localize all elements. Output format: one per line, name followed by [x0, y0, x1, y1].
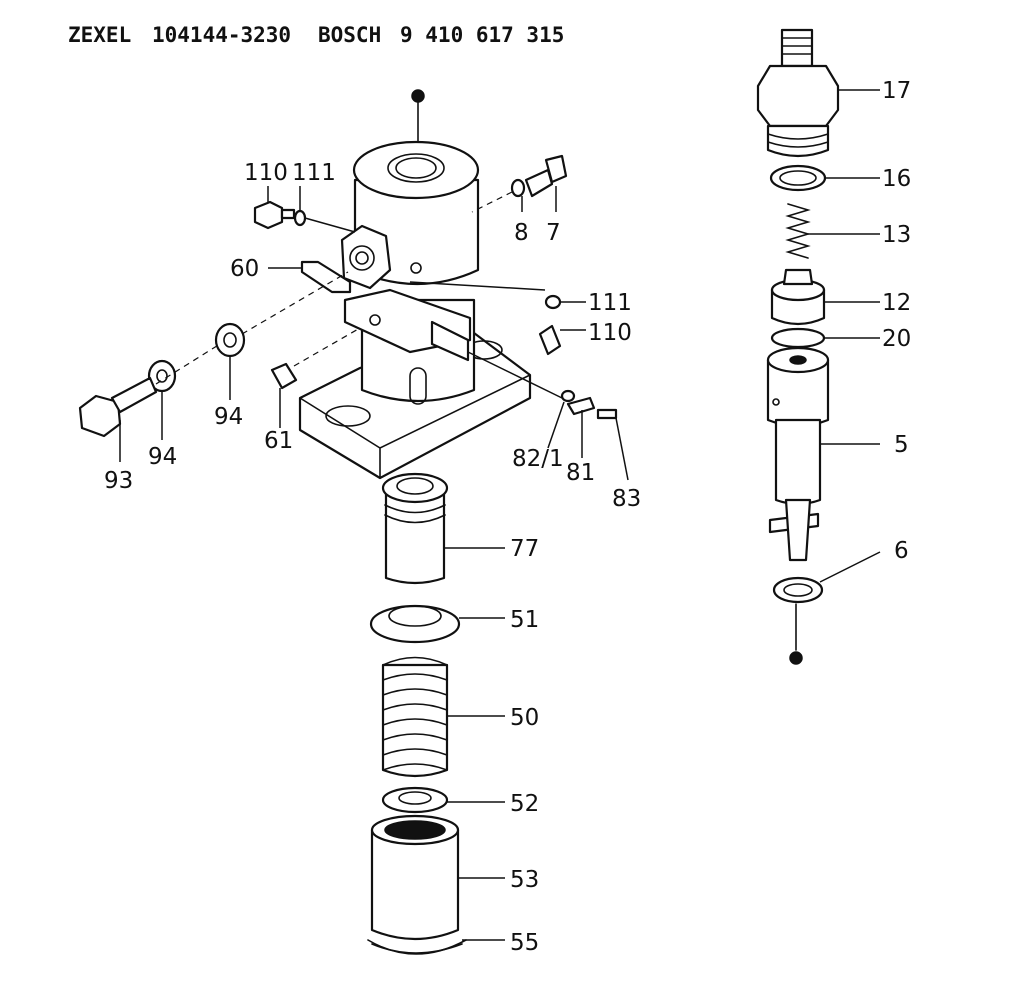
- callout-6: 6: [894, 538, 909, 564]
- screw-83: [596, 408, 618, 420]
- bracket-60: [300, 260, 352, 294]
- callout-60: 60: [230, 256, 259, 282]
- reference-dot-top: [411, 89, 425, 103]
- callout-83: 83: [612, 486, 641, 512]
- callout-61: 61: [264, 428, 293, 454]
- callout-111-lower: 111: [588, 290, 632, 316]
- fitting-7-shaft: [524, 168, 554, 198]
- control-sleeve-77: [384, 486, 446, 585]
- callout-110-upper: 110: [244, 160, 288, 186]
- callout-51: 51: [510, 607, 539, 633]
- callout-52: 52: [510, 791, 539, 817]
- delivery-holder-17-hex: [756, 64, 840, 128]
- bolt-110-lower: [538, 324, 562, 356]
- flange-hole-left: [325, 405, 371, 427]
- callout-16: 16: [882, 166, 911, 192]
- header-bosch-part-number: 9 410 617 315: [400, 23, 564, 47]
- callout-50: 50: [510, 705, 539, 731]
- callout-94-lower: 94: [148, 444, 177, 470]
- reference-dot-bottom: [789, 651, 803, 665]
- side-fittings: [78, 154, 618, 438]
- delivery-holder-17-thread: [766, 124, 830, 158]
- control-lever: [430, 320, 470, 362]
- plunger-5: [774, 418, 822, 506]
- washer-111-lower: [544, 294, 562, 310]
- pump-body-assembly: [298, 89, 532, 480]
- washer-82-1: [560, 389, 576, 403]
- clip-81: [566, 396, 596, 416]
- housing-top: [352, 140, 480, 200]
- bolt-110-upper: [253, 200, 284, 230]
- callout-53: 53: [510, 867, 539, 893]
- banjo-bolt-93-shaft: [110, 376, 158, 414]
- callout-111-upper: 111: [292, 160, 336, 186]
- callout-94-upper: 94: [214, 404, 243, 430]
- header-brand-bosch: BOSCH: [318, 23, 381, 47]
- washer-8: [510, 178, 526, 198]
- spring-seat-51: [369, 604, 461, 644]
- header-zexel-part-number: 104144-3230: [152, 23, 291, 47]
- tappet-53: [370, 828, 460, 941]
- snap-ring-55: [367, 939, 467, 955]
- callout-5: 5: [894, 432, 909, 458]
- callout-17: 17: [882, 78, 911, 104]
- callout-82-1: 82/1: [512, 446, 564, 472]
- plunger-spring-50: [381, 663, 449, 778]
- callout-55: 55: [510, 930, 539, 956]
- washer-111-upper: [293, 209, 307, 227]
- callout-110-lower: 110: [588, 320, 632, 346]
- callout-13: 13: [882, 222, 911, 248]
- spring-seat-52: [381, 786, 449, 814]
- delivery-valve-column: [756, 28, 840, 665]
- callout-labels: 17 16 13 12 20 5 6 110 111 8 7 60 111 11…: [104, 78, 911, 956]
- header-brand-zexel: ZEXEL: [68, 23, 131, 47]
- lower-spring-stack: [367, 472, 467, 955]
- callout-93: 93: [104, 468, 133, 494]
- callout-81: 81: [566, 460, 595, 486]
- leader-lines: [119, 89, 881, 941]
- o-ring-20: [770, 327, 826, 349]
- fitting-7-head: [544, 154, 568, 184]
- callout-12: 12: [882, 290, 911, 316]
- callout-8: 8: [514, 220, 529, 246]
- washer-94-upper: [214, 322, 246, 358]
- valve-spring-13: [785, 203, 811, 259]
- callout-20: 20: [882, 326, 911, 352]
- screw-61: [270, 362, 298, 390]
- callout-7: 7: [546, 220, 561, 246]
- gasket-16: [769, 164, 827, 192]
- callout-77: 77: [510, 536, 539, 562]
- washer-6: [772, 576, 824, 604]
- delivery-holder-17-stem: [780, 28, 814, 68]
